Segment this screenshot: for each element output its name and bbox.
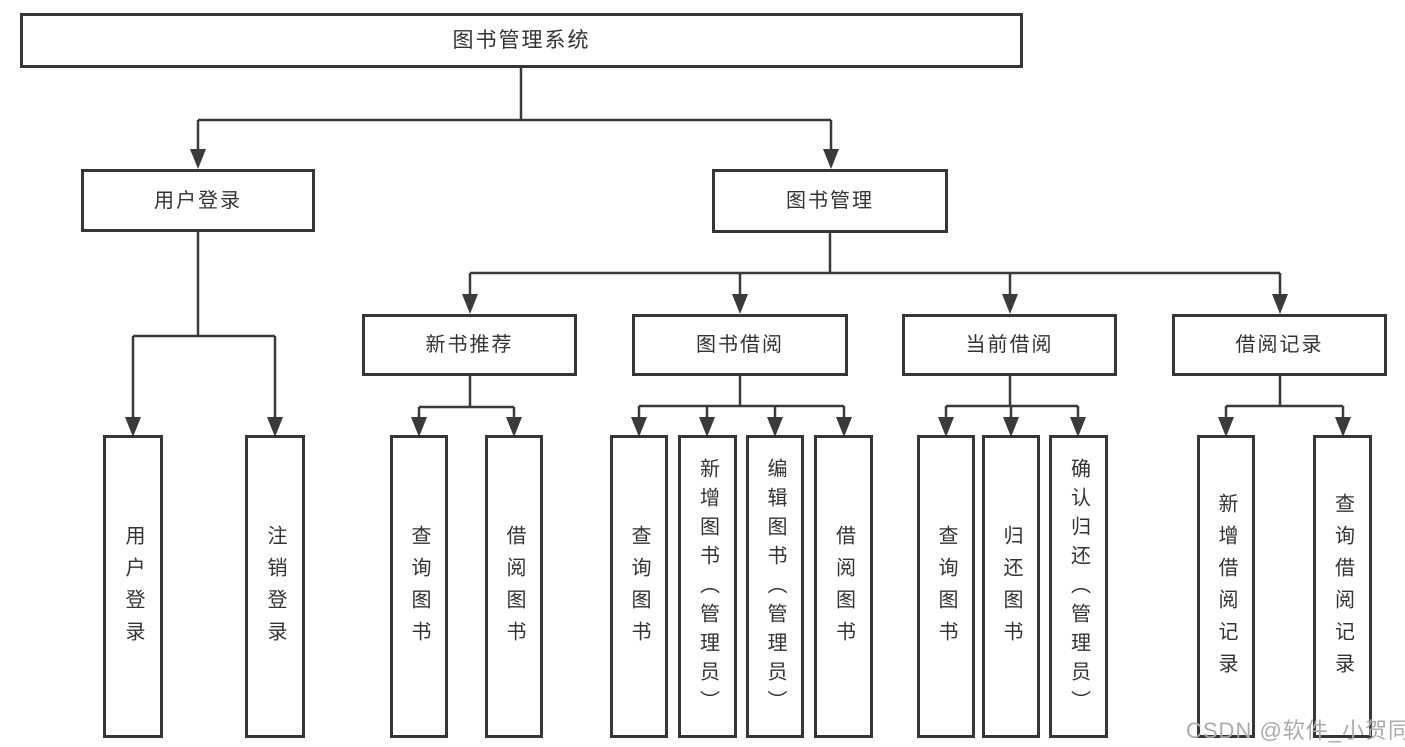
node-leaf-add-borrow-record: 新增借阅记录 — [1197, 435, 1255, 738]
node-new-book-recommend: 新书推荐 — [362, 314, 577, 376]
node-leaf-query-books-current: 查询图书 — [917, 435, 975, 738]
node-book-management: 图书管理 — [712, 169, 948, 233]
arrow-down-icon — [1272, 294, 1288, 314]
node-leaf-user-login: 用户登录 — [103, 435, 163, 738]
arrow-down-icon — [462, 294, 478, 314]
node-leaf-edit-books-admin: 编辑图书（管理员） — [746, 435, 804, 738]
node-library-management-system: 图书管理系统 — [20, 13, 1023, 68]
arrow-down-icon — [1218, 417, 1234, 437]
node-book-borrowing: 图书借阅 — [632, 314, 848, 376]
node-leaf-borrow-books-recommend: 借阅图书 — [485, 435, 543, 738]
arrow-down-icon — [1003, 417, 1019, 437]
arrow-down-icon — [1070, 417, 1086, 437]
arrow-down-icon — [836, 417, 852, 437]
node-leaf-query-borrow-record: 查询借阅记录 — [1313, 435, 1372, 738]
arrow-down-icon — [732, 294, 748, 314]
arrow-down-icon — [1002, 294, 1018, 314]
arrow-down-icon — [1335, 417, 1351, 437]
arrow-down-icon — [823, 149, 839, 169]
arrow-down-icon — [267, 417, 283, 437]
node-borrowing-records: 借阅记录 — [1172, 314, 1387, 376]
arrow-down-icon — [190, 149, 206, 169]
arrow-down-icon — [938, 417, 954, 437]
node-current-borrowing: 当前借阅 — [902, 314, 1117, 376]
arrow-down-icon — [767, 417, 783, 437]
node-leaf-logout: 注销登录 — [245, 435, 305, 738]
arrow-down-icon — [411, 417, 427, 437]
node-leaf-add-books-admin: 新增图书（管理员） — [678, 435, 737, 738]
arrow-down-icon — [506, 417, 522, 437]
arrow-down-icon — [125, 417, 141, 437]
node-user-login: 用户登录 — [81, 169, 315, 232]
arrow-down-icon — [699, 417, 715, 437]
node-leaf-confirm-return-admin: 确认归还（管理员） — [1049, 435, 1108, 738]
csdn-watermark: CSDN @软件_小贺同学 — [1186, 718, 1405, 743]
node-leaf-borrow-books: 借阅图书 — [814, 435, 873, 738]
node-leaf-return-books: 归还图书 — [982, 435, 1040, 738]
arrow-down-icon — [631, 417, 647, 437]
node-leaf-query-books-borrow: 查询图书 — [610, 435, 668, 738]
node-leaf-query-books-recommend: 查询图书 — [390, 435, 448, 738]
